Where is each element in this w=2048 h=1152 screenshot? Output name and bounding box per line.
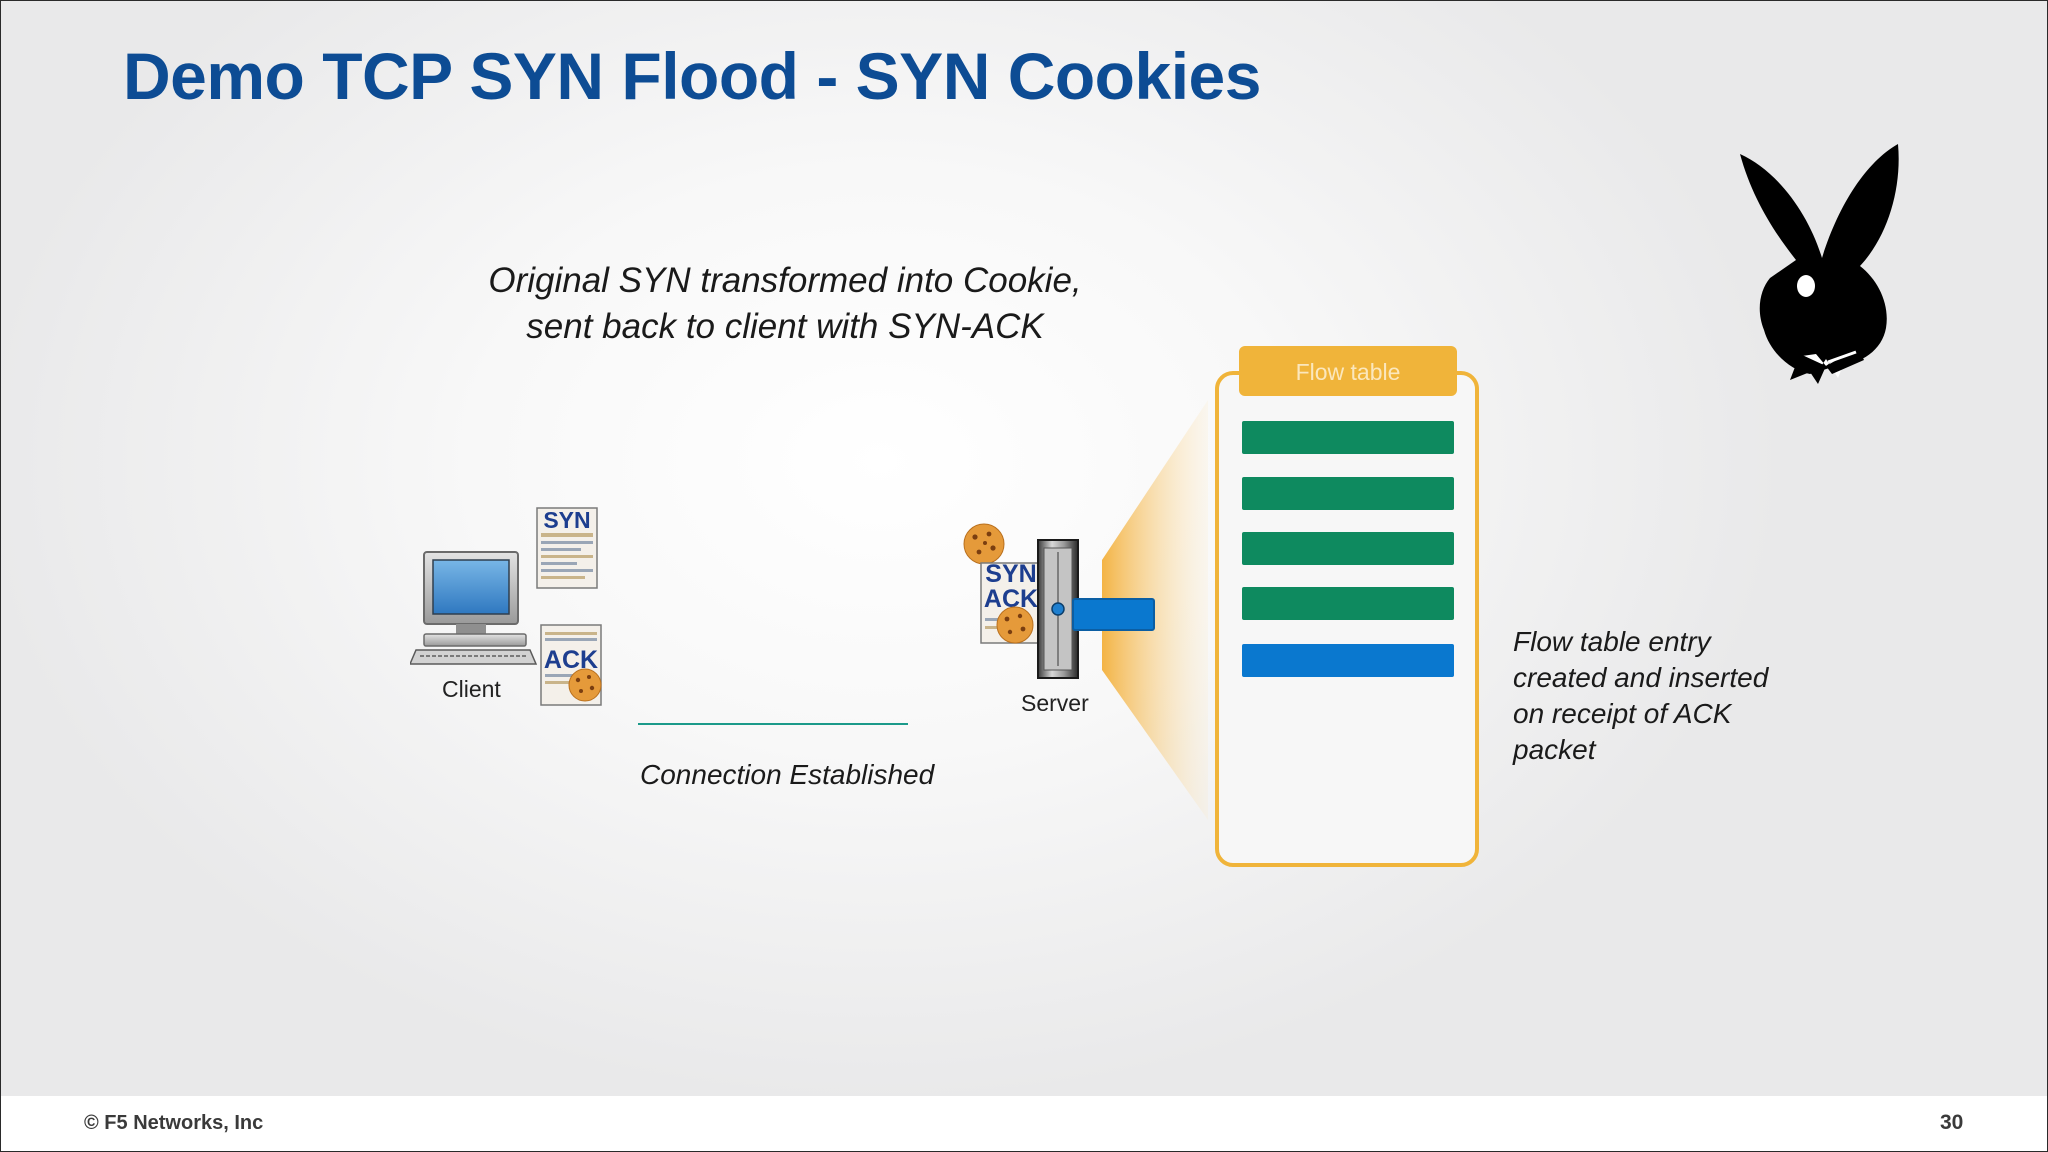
cookie-icon [568, 668, 602, 702]
synack-packet: SYN ACK [980, 562, 1042, 644]
flow-table-entry [1242, 477, 1454, 510]
bunny-logo-icon [1740, 144, 1899, 384]
server-rack-icon [1037, 539, 1079, 679]
caption-line: Flow table entry [1513, 626, 1711, 657]
footer [0, 1096, 2048, 1152]
flow-table-header: Flow table [1239, 346, 1457, 396]
caption-flow-entry: Flow table entry created and inserted on… [1513, 624, 1843, 768]
packet-document-icon [536, 507, 598, 589]
caption-line: Original SYN transformed into Cookie, [488, 261, 1082, 300]
client-computer-icon [410, 551, 538, 665]
syn-packet: SYN [536, 507, 598, 589]
server-label: Server [1021, 690, 1089, 716]
caption-line: packet [1513, 734, 1596, 765]
synack-label-line: SYN [985, 560, 1037, 588]
footer-copyright: © F5 Networks, Inc [84, 1112, 264, 1134]
client-label: Client [442, 676, 501, 702]
caption-line: sent back to client with SYN-ACK [526, 307, 1044, 346]
page-number: 30 [1940, 1111, 1964, 1134]
slide-title: Demo TCP SYN Flood - SYN Cookies [123, 39, 1261, 113]
caption-line: on receipt of ACK [1513, 698, 1732, 729]
syn-label: SYN [543, 507, 591, 533]
synack-label: SYN ACK [980, 562, 1042, 612]
caption-connection-established: Connection Established [640, 759, 935, 790]
slide [0, 0, 2048, 1097]
flow-table-entry [1242, 587, 1454, 620]
caption-syn-transform: Original SYN transformed into Cookie, se… [400, 258, 1170, 350]
flow-table-entry-new [1242, 644, 1454, 677]
caption-line: created and inserted [1513, 662, 1769, 693]
flow-table-entry [1242, 421, 1454, 454]
flow-table-entry [1242, 532, 1454, 565]
cookie-icon [963, 523, 1005, 565]
connection-line [638, 723, 908, 725]
cookie-icon [996, 606, 1034, 644]
flow-beam [1102, 400, 1208, 820]
new-flow-entry-connector [1072, 598, 1155, 631]
ack-packet: ACK [540, 624, 602, 706]
